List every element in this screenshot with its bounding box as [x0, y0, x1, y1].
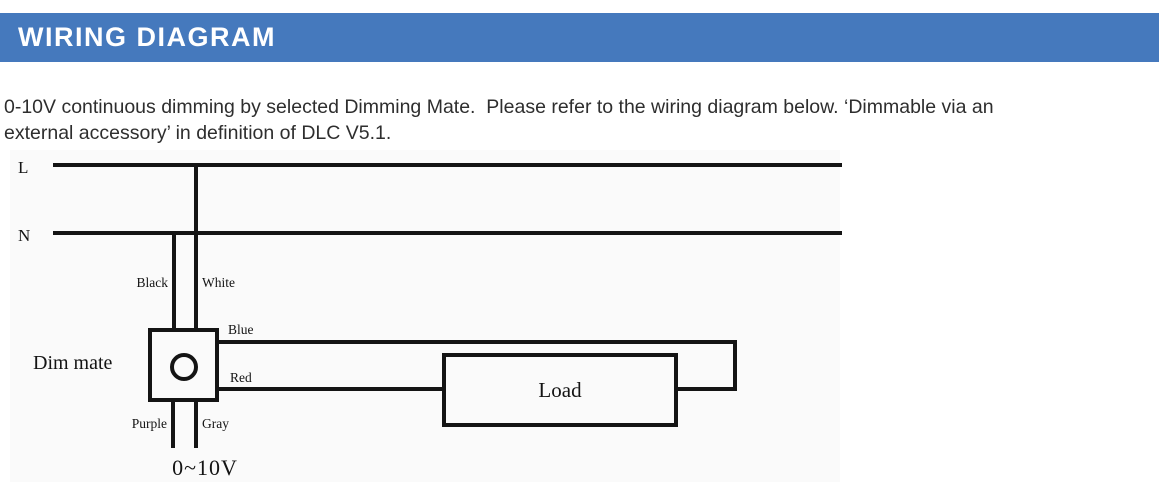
- load-box: Load: [442, 353, 678, 427]
- label-line-n: N: [18, 226, 31, 245]
- label-blue-wire: Blue: [228, 322, 254, 337]
- wiring-diagram: L N Black White Dim mate Blue Red Load P…: [10, 150, 842, 482]
- section-header-banner: WIRING DIAGRAM: [0, 13, 1159, 62]
- description-text: 0-10V continuous dimming by selected Dim…: [4, 95, 994, 145]
- label-load: Load: [538, 377, 582, 402]
- dim-mate-knob-icon: [170, 353, 198, 381]
- wire-line-l: [53, 163, 842, 167]
- wire-white-vertical: [194, 163, 198, 332]
- label-line-l: L: [18, 158, 29, 177]
- wire-gray-vertical: [194, 402, 198, 448]
- label-black-wire: Black: [136, 275, 169, 290]
- label-dim-mate: Dim mate: [33, 352, 113, 374]
- label-gray-wire: Gray: [202, 416, 229, 431]
- wire-return-vertical: [733, 340, 737, 391]
- dim-mate-box: [148, 328, 219, 402]
- wire-purple-vertical: [171, 402, 175, 448]
- wire-return-horizontal: [678, 387, 737, 391]
- section-title: WIRING DIAGRAM: [18, 22, 276, 52]
- wire-black-vertical: [172, 231, 176, 332]
- wire-blue-horizontal: [219, 340, 737, 344]
- label-purple-wire: Purple: [131, 416, 167, 431]
- label-red-wire: Red: [230, 370, 252, 385]
- label-white-wire: White: [202, 275, 235, 290]
- wire-line-n: [53, 231, 842, 235]
- label-0-10v-signal: 0~10V: [172, 455, 238, 480]
- wire-red-horizontal: [219, 387, 442, 391]
